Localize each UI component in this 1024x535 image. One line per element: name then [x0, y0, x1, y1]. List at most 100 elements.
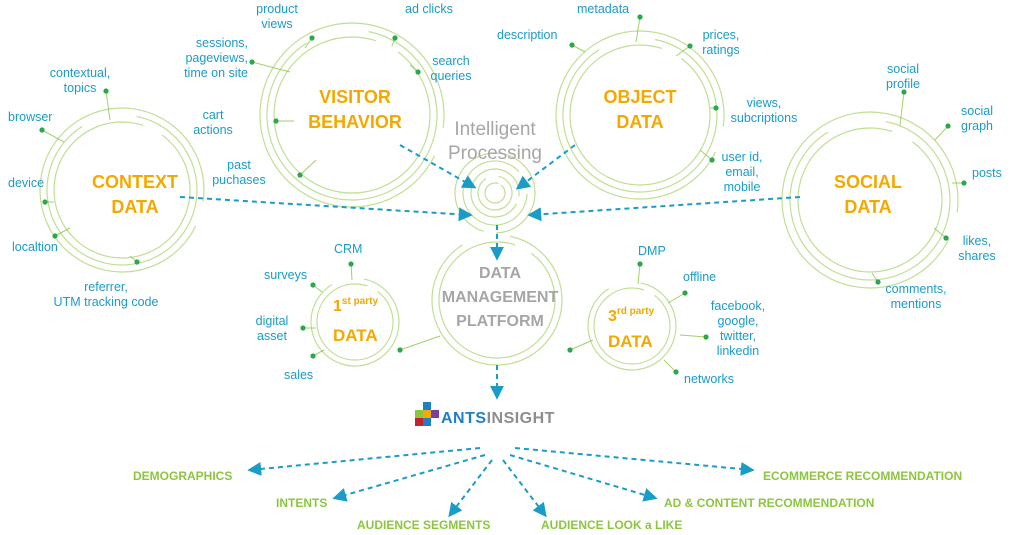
- object-title-line1: OBJECT: [603, 87, 677, 107]
- label-dot-11: [103, 88, 109, 94]
- ants-logo-mark-icon: [415, 402, 439, 426]
- arrow-object: [515, 144, 576, 190]
- label-device: device: [8, 176, 45, 190]
- first-party-data: 1st party DATA: [333, 296, 378, 346]
- output-audience-segments: AUDIENCE SEGMENTS: [357, 518, 491, 532]
- context-title-line1: CONTEXT: [91, 172, 178, 192]
- object-data-title: OBJECT DATA: [580, 85, 700, 135]
- label-dot-6: [637, 14, 643, 20]
- connector-14: [54, 227, 71, 237]
- arrow-social: [527, 196, 801, 222]
- platform-line1: DATA: [478, 265, 522, 282]
- third-party-data: 3rd party DATA: [608, 306, 654, 352]
- label-dot-4: [273, 118, 279, 124]
- visitor-ring-2: [259, 22, 445, 208]
- label-surveys: surveys: [264, 268, 308, 282]
- processing-ring-2: [470, 168, 520, 218]
- first-party-num: 1: [333, 298, 342, 315]
- label-description: description: [497, 28, 558, 42]
- label-dot-17: [945, 123, 951, 129]
- output-intents: INTENTS: [276, 496, 328, 510]
- label-dot-16: [901, 89, 907, 95]
- connector-19: [933, 227, 947, 239]
- third-party-num: 3: [608, 308, 617, 325]
- arrow-lookalike: [502, 459, 547, 518]
- label-networks: networks: [684, 372, 735, 386]
- label-location: localtion: [12, 240, 58, 254]
- connector-12: [41, 129, 65, 143]
- connector-10: [699, 149, 713, 161]
- object-title-line2: DATA: [616, 112, 664, 132]
- label-dot-2: [249, 59, 255, 65]
- first-party-ring-1: [310, 277, 400, 367]
- context-ring-2: [39, 107, 205, 273]
- label-views: views, subcriptions: [730, 96, 798, 125]
- output-audience-lookalike: AUDIENCE LOOK a LIKE: [541, 518, 683, 532]
- label-dot-19: [943, 235, 949, 241]
- first-party-ring-0: [316, 283, 394, 361]
- label-dot-29: [397, 347, 403, 353]
- object-ring-0: [569, 44, 711, 186]
- label-dot-8: [687, 43, 693, 49]
- connector-25: [637, 263, 641, 285]
- logo-wordmark: ANTSINSIGHT: [441, 410, 555, 428]
- connector-17: [934, 125, 949, 141]
- label-metadata: metadata: [577, 2, 630, 16]
- dmp-ring-0: [438, 241, 556, 359]
- connector-5: [299, 159, 317, 176]
- connector-8: [675, 45, 691, 57]
- social-title-line2: DATA: [844, 197, 892, 217]
- label-dot-26: [682, 290, 688, 296]
- arrow-intents: [332, 454, 486, 502]
- label-dot-28: [673, 369, 679, 375]
- intelligent-processing-label: Intelligent Processing: [420, 118, 570, 166]
- label-dot-22: [310, 282, 316, 288]
- connector-30: [569, 339, 594, 351]
- label-posts: posts: [972, 166, 1002, 180]
- label-dot-10: [709, 157, 715, 163]
- label-social-profile: social profile: [885, 62, 921, 91]
- label-dot-30: [567, 347, 573, 353]
- visitor-ring-0: [273, 36, 431, 194]
- connector-26: [667, 292, 686, 304]
- connector-11: [105, 90, 111, 121]
- label-past-purchases: past puchases: [212, 158, 266, 187]
- social-ring-1: [789, 119, 951, 281]
- visitor-ring-1: [266, 29, 438, 201]
- output-demographics: DEMOGRAPHICS: [133, 469, 233, 483]
- platform-line3: PLATFORM: [456, 313, 544, 330]
- social-title-line1: SOCIAL: [833, 172, 902, 192]
- label-browser: browser: [8, 110, 53, 124]
- processing-line1: Intelligent: [454, 119, 536, 140]
- context-ring-1: [46, 114, 198, 266]
- label-dot-18: [961, 180, 967, 186]
- social-ring-0: [797, 127, 943, 273]
- label-sessions: sessions, pageviews, time on site: [184, 36, 248, 80]
- label-dot-9: [713, 105, 719, 111]
- data-management-platform-label: DATA MANAGEMENT PLATFORM: [420, 262, 580, 334]
- label-search-queries: search queries: [430, 54, 472, 83]
- platform-line2: MANAGEMENT: [441, 289, 559, 306]
- label-facebook: facebook, google, twitter, linkedin: [710, 299, 766, 358]
- context-ring-0: [53, 121, 191, 259]
- connector-2: [251, 61, 291, 73]
- third-party-data-word: DATA: [608, 332, 653, 351]
- label-dot-13: [42, 199, 48, 205]
- label-prices: prices, ratings: [702, 28, 740, 57]
- label-dmp: DMP: [638, 244, 666, 258]
- object-ring-2: [555, 30, 725, 200]
- label-dot-5: [297, 172, 303, 178]
- connector-28: [663, 359, 677, 373]
- label-crm: CRM: [334, 242, 363, 256]
- label-offline: offline: [683, 270, 717, 284]
- label-dot-7: [569, 42, 575, 48]
- label-dot-21: [348, 261, 354, 267]
- visitor-title-line2: BEHAVIOR: [308, 112, 402, 132]
- label-dot-15: [134, 259, 140, 265]
- output-ecommerce: ECOMMERCE RECOMMENDATION: [763, 469, 963, 483]
- visitor-behavior-title: VISITOR BEHAVIOR: [290, 85, 420, 135]
- label-contextual: contextual, topics: [49, 66, 111, 95]
- arrow-ad-content: [509, 454, 658, 502]
- label-dot-12: [39, 127, 45, 133]
- arrow-segments: [448, 459, 493, 518]
